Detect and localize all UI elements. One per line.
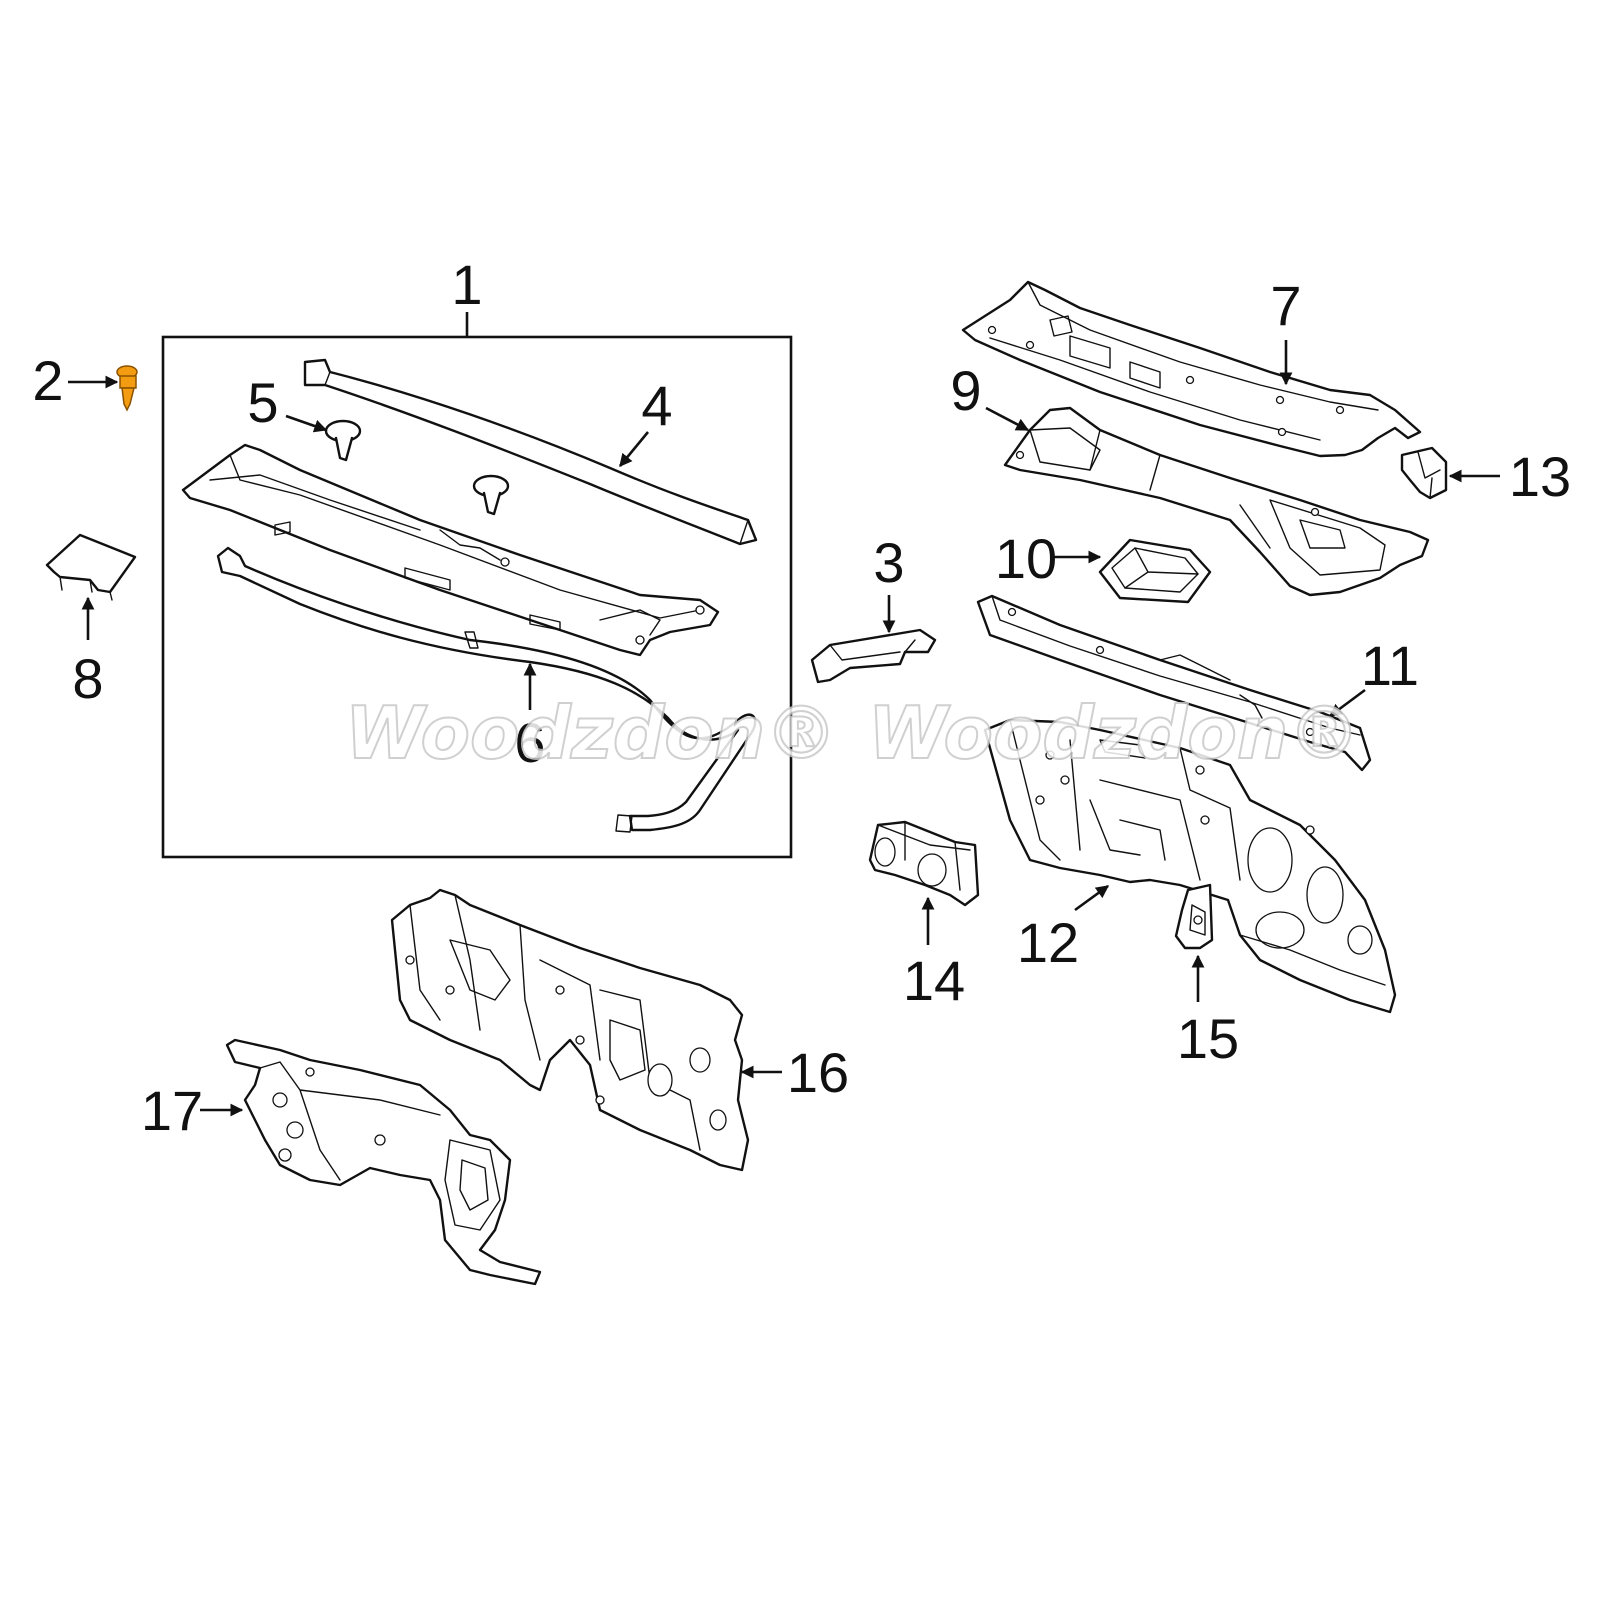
callout-7: 7: [1270, 274, 1301, 337]
callout-13: 13: [1509, 445, 1571, 508]
leader-4: [618, 431, 650, 468]
part-5-clip[interactable]: [324, 419, 362, 462]
callout-5: 5: [247, 371, 278, 434]
part-6-hose[interactable]: [216, 546, 757, 833]
assembly-box: [161, 335, 793, 859]
callout-16: 16: [787, 1041, 849, 1104]
part-3-bracket[interactable]: [810, 628, 937, 684]
leader-9: [985, 406, 1030, 432]
part-15-bracket[interactable]: [1174, 883, 1214, 950]
part-4-seal[interactable]: [303, 358, 758, 546]
part-11-reinforcement[interactable]: [976, 594, 1372, 772]
watermark-right: Woodzdon®: [868, 691, 1360, 775]
callout-17: 17: [141, 1079, 203, 1142]
callout-11: 11: [1361, 634, 1419, 697]
part-13-bracket[interactable]: [1400, 446, 1448, 500]
callout-4: 4: [641, 374, 672, 437]
part-1-cowl-panel[interactable]: [181, 443, 720, 657]
part-14-insulator[interactable]: [868, 820, 980, 907]
leader-5: [285, 414, 328, 433]
part-10-pad[interactable]: [1098, 538, 1212, 604]
callout-14: 14: [903, 949, 965, 1012]
watermark-left: Woodzdon®: [345, 691, 837, 775]
callout-6: 6: [514, 711, 545, 774]
callout-3: 3: [873, 531, 904, 594]
callout-1: 1: [451, 253, 482, 316]
part-7-upper-cowl[interactable]: [961, 280, 1422, 458]
part-8-cover[interactable]: [45, 533, 137, 601]
part-16-dash-panel[interactable]: [390, 888, 750, 1172]
callout-12: 12: [1017, 911, 1079, 974]
part-12-dash-panel[interactable]: [983, 718, 1397, 1014]
callout-10: 10: [995, 527, 1057, 590]
callout-15: 15: [1177, 1007, 1239, 1070]
leader-11: [1328, 688, 1366, 718]
part-9-cowl-lower[interactable]: [1003, 406, 1430, 597]
part-17-dash-insulator[interactable]: [225, 1038, 542, 1286]
callout-8: 8: [72, 647, 103, 710]
part-5-clip-second[interactable]: [472, 474, 510, 516]
callout-9: 9: [950, 359, 981, 422]
leader-12: [1074, 884, 1110, 912]
callout-2: 2: [32, 349, 63, 412]
part-2-push-pin[interactable]: [116, 365, 138, 412]
